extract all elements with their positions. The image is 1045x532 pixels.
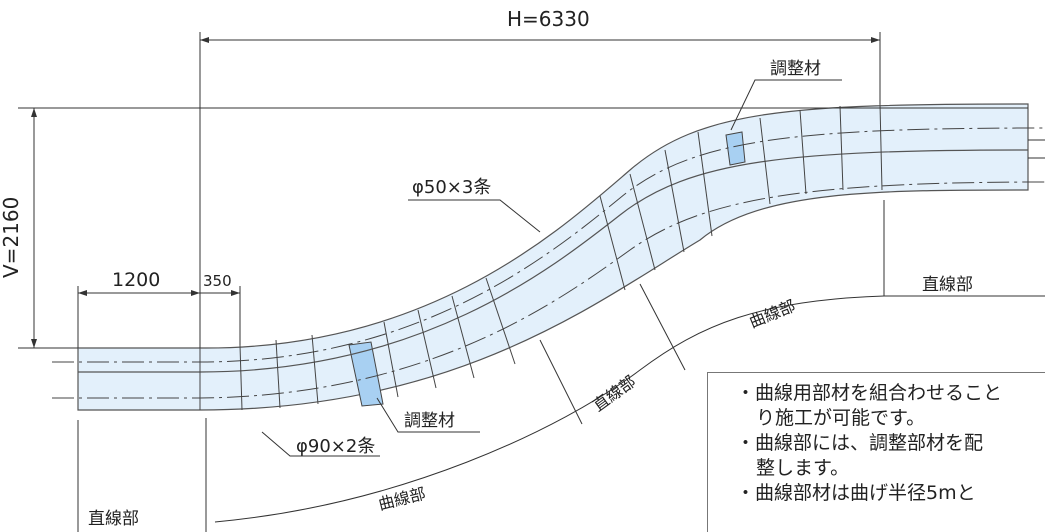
dimension-vertical: V=2160 bbox=[0, 197, 23, 278]
segment-joints bbox=[199, 103, 883, 411]
dimension-lines bbox=[18, 32, 1045, 349]
label-pipe-lower: φ90×2条 bbox=[296, 436, 375, 457]
section-straight-middle: 直線部 bbox=[589, 372, 639, 416]
note-line-1: ・曲線用部材を組合わせること bbox=[736, 382, 1003, 404]
label-adjuster-top: 調整材 bbox=[770, 59, 821, 79]
label-adjuster-bottom: 調整材 bbox=[404, 411, 455, 431]
leader-lines bbox=[261, 79, 842, 457]
section-curve-lower: 曲線部 bbox=[376, 484, 427, 514]
notes-box: ・曲線用部材を組合わせること り施工が可能です。 ・曲線部には、調整部材を配 整… bbox=[707, 372, 1045, 532]
section-curve-upper: 曲線部 bbox=[746, 296, 798, 332]
note-line-3: ・曲線部には、調整部材を配 bbox=[736, 432, 984, 454]
note-line-2: り施工が可能です。 bbox=[756, 407, 926, 429]
section-boundaries bbox=[77, 200, 1045, 532]
pipe-centerline-lower bbox=[52, 181, 1045, 399]
duct-body bbox=[77, 103, 1029, 411]
section-straight-right: 直線部 bbox=[922, 275, 973, 295]
note-line-4: 整します。 bbox=[756, 457, 850, 479]
note-line-5: ・曲線部材は曲げ半径5mと bbox=[736, 482, 976, 504]
section-straight-left: 直線部 bbox=[88, 509, 139, 529]
adjuster-piece-top bbox=[725, 131, 746, 166]
dimension-straight-length: 1200 bbox=[112, 269, 160, 291]
dimension-offset-length: 350 bbox=[203, 272, 232, 290]
adjuster-piece-bottom bbox=[348, 341, 384, 407]
dimension-horizontal: H=6330 bbox=[507, 7, 590, 31]
label-pipe-upper: φ50×3条 bbox=[412, 177, 491, 198]
duct-inner-line bbox=[78, 149, 1029, 373]
